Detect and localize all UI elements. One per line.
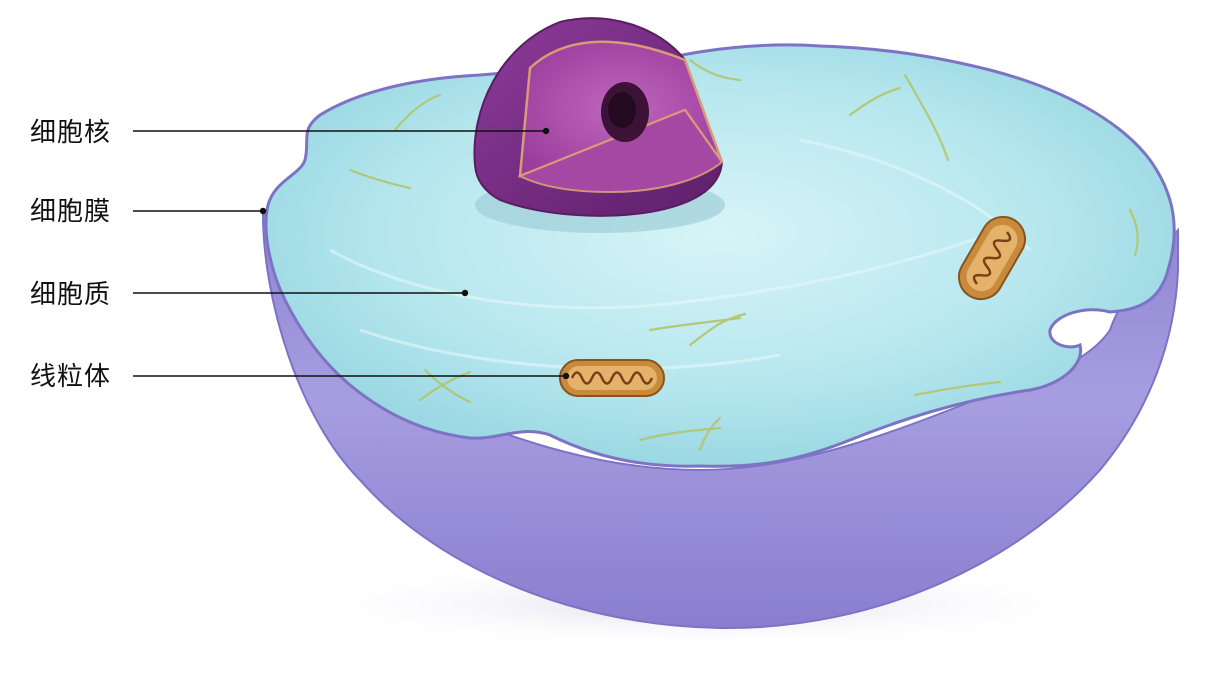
- cell-membrane-body: [261, 209, 1179, 630]
- filaments: [348, 58, 1139, 452]
- leader-dots: [259, 127, 570, 380]
- leader-lines: [133, 130, 566, 377]
- leader-dot-membrane: [259, 207, 267, 215]
- nucleus: [473, 17, 724, 217]
- leader-dot-nucleus: [542, 127, 550, 135]
- leader-dot-mitochondrion: [562, 372, 570, 380]
- label-mitochondrion: 线粒体: [30, 362, 112, 392]
- leader-dot-cytoplasm: [461, 289, 469, 297]
- mitochondrion-bottom: [559, 359, 665, 397]
- mitochondrion-right: [958, 215, 1026, 301]
- label-cytoplasm: 细胞质: [30, 280, 112, 310]
- label-membrane: 细胞膜: [30, 197, 112, 227]
- label-nucleus: 细胞核: [30, 118, 112, 148]
